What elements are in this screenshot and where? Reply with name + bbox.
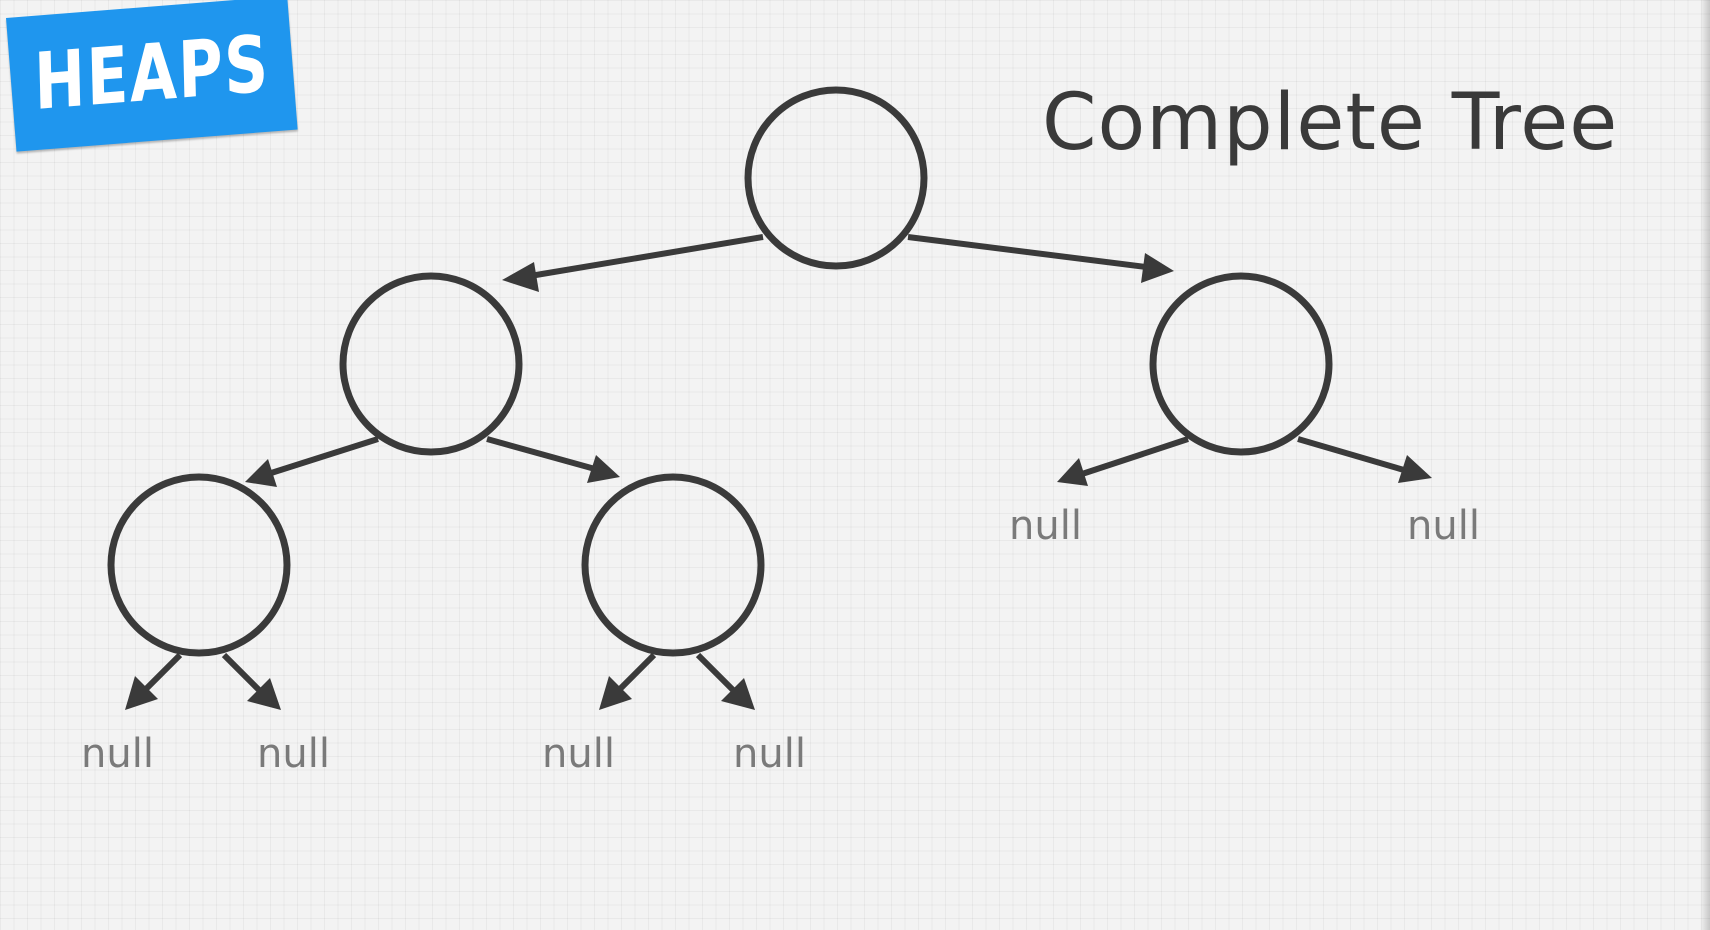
tree-node-right [1149, 272, 1333, 456]
null-label-lr-right: null [733, 731, 806, 777]
null-label-right-left: null [1009, 503, 1082, 549]
edge-leftleft-null-left [125, 652, 183, 710]
edge-leftleft-null-right [221, 652, 281, 710]
null-label-ll-left: null [81, 731, 154, 777]
edge-leftright-null-right [695, 652, 755, 710]
tree-node-left-left [107, 473, 291, 657]
diagram-title: Complete Tree [1042, 78, 1619, 168]
edge-root-right [907, 234, 1174, 283]
edge-root-left [502, 234, 764, 292]
null-label-right-right: null [1407, 503, 1480, 549]
edge-right-null-right [1297, 436, 1432, 483]
edge-shadow [1700, 0, 1710, 930]
edge-left-leftright [486, 436, 620, 483]
edge-left-leftleft [245, 436, 379, 487]
edge-leftright-null-left [599, 652, 657, 710]
tree-node-left [339, 272, 523, 456]
edge-right-null-left [1057, 436, 1189, 486]
tree-node-left-right [581, 473, 765, 657]
null-label-ll-right: null [257, 731, 330, 777]
null-label-lr-left: null [542, 731, 615, 777]
tree-node-root [744, 86, 928, 270]
